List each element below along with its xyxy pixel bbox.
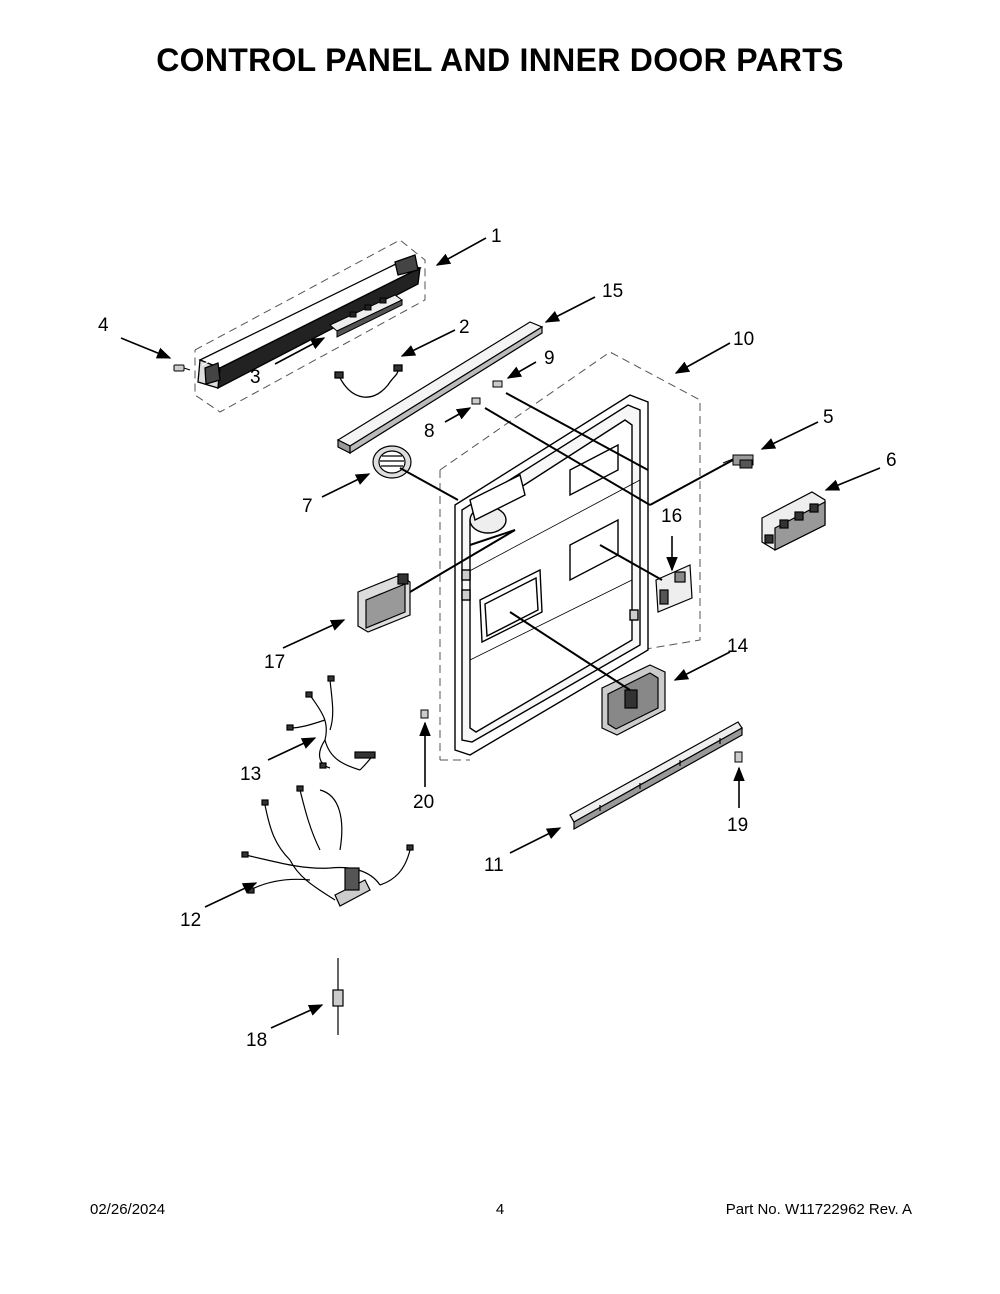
screw-19 — [734, 751, 743, 763]
callout-11: 11 — [484, 855, 504, 876]
fuse-18 — [332, 958, 344, 1035]
latch-16 — [655, 564, 693, 613]
callout-13: 13 — [240, 764, 261, 785]
callout-6: 6 — [886, 450, 897, 471]
callout-3: 3 — [250, 367, 261, 388]
wire-harness-2 — [334, 364, 403, 398]
callout-14: 14 — [727, 636, 749, 657]
callout-numbers: 1 2 3 4 5 6 7 8 9 10 11 12 13 14 15 16 1… — [98, 226, 897, 1051]
screw-4 — [173, 364, 191, 372]
footer-date: 02/26/2024 — [90, 1201, 166, 1218]
housing-17 — [357, 573, 411, 633]
dispenser-14 — [601, 664, 666, 736]
callout-1: 1 — [491, 226, 502, 247]
callout-5: 5 — [823, 407, 834, 428]
callout-8: 8 — [424, 421, 435, 442]
callout-2: 2 — [459, 317, 470, 338]
screw-9 — [492, 380, 503, 388]
callout-12: 12 — [180, 910, 201, 931]
callout-19: 19 — [727, 815, 748, 836]
footer-part-info: Part No. W11722962 Rev. A — [725, 1201, 912, 1218]
callout-15: 15 — [602, 281, 623, 302]
screw-20 — [420, 709, 429, 719]
page-title: CONTROL PANEL AND INNER DOOR PARTS — [156, 42, 844, 78]
callout-7: 7 — [302, 496, 313, 517]
callout-arrows — [120, 237, 881, 1029]
callout-20: 20 — [413, 792, 434, 813]
wire-harness-12 — [241, 785, 414, 907]
callout-9: 9 — [544, 348, 555, 369]
user-interface-board — [329, 294, 403, 338]
callout-18: 18 — [246, 1030, 267, 1051]
control-panel-dashed-box — [194, 239, 426, 413]
control-panel-console — [197, 254, 422, 390]
inner-door-dashed-box — [439, 351, 701, 761]
footer-page-number: 4 — [495, 1201, 505, 1218]
wire-harness-13 — [286, 675, 376, 771]
vent-7 — [372, 445, 412, 479]
callout-4: 4 — [98, 315, 109, 336]
callout-10: 10 — [733, 329, 754, 350]
callout-17: 17 — [264, 652, 285, 673]
leader-lines — [399, 392, 734, 691]
screw-8 — [471, 397, 481, 405]
bracket-11 — [569, 721, 743, 831]
control-board-6 — [761, 491, 826, 551]
callout-16: 16 — [661, 506, 682, 527]
inner-door-10 — [454, 394, 649, 756]
connector-5 — [722, 454, 754, 469]
trim-strip-15 — [336, 321, 544, 455]
